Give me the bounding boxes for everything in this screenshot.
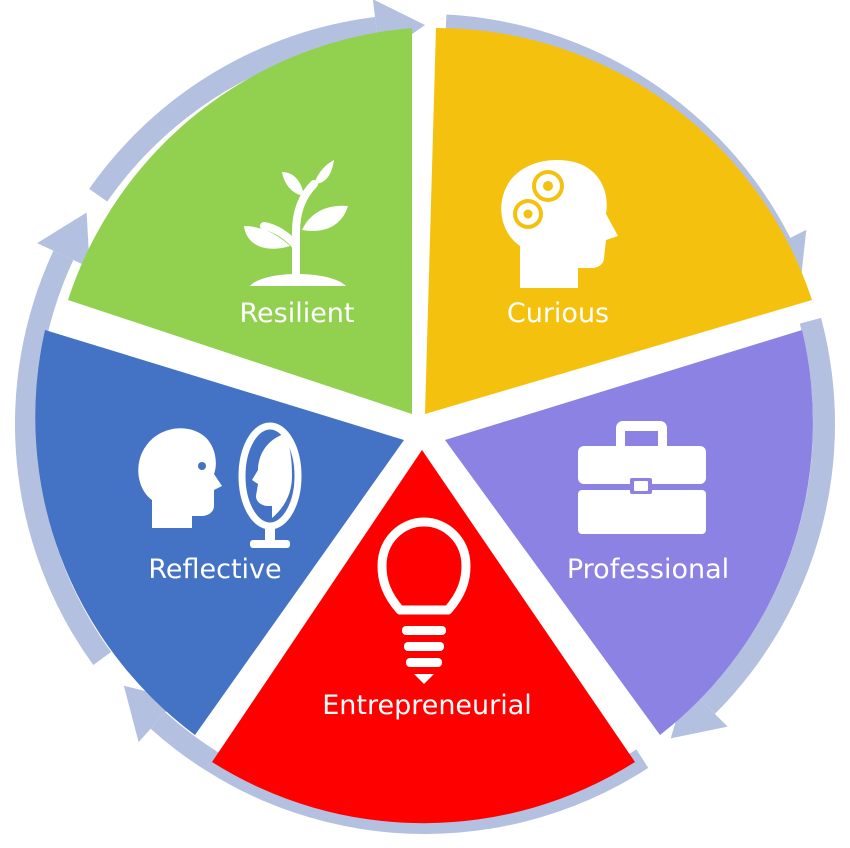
briefcase-icon (578, 421, 706, 534)
segment-group (35, 28, 813, 824)
sprout-icon (244, 160, 348, 286)
head-mirror-icon (138, 422, 302, 548)
segment-reflective (35, 330, 404, 735)
label-curious: Curious (507, 298, 609, 329)
segment-entrepreneurial (212, 450, 635, 824)
ring-arrow-reflective (15, 250, 112, 665)
ring-arrow-professional (699, 317, 835, 714)
label-entrepreneurial: Entrepreneurial (322, 690, 532, 721)
head-gears-icon (501, 160, 618, 288)
segment-resilient (68, 28, 412, 414)
lightbulb-icon (377, 517, 471, 684)
ring-arrow-reflective-head (37, 212, 90, 268)
label-professional: Professional (567, 554, 729, 585)
label-resilient: Resilient (239, 298, 354, 329)
segment-curious (425, 28, 812, 414)
ring-arrow-resilient (89, 17, 378, 202)
label-reflective: Reflective (148, 554, 281, 585)
